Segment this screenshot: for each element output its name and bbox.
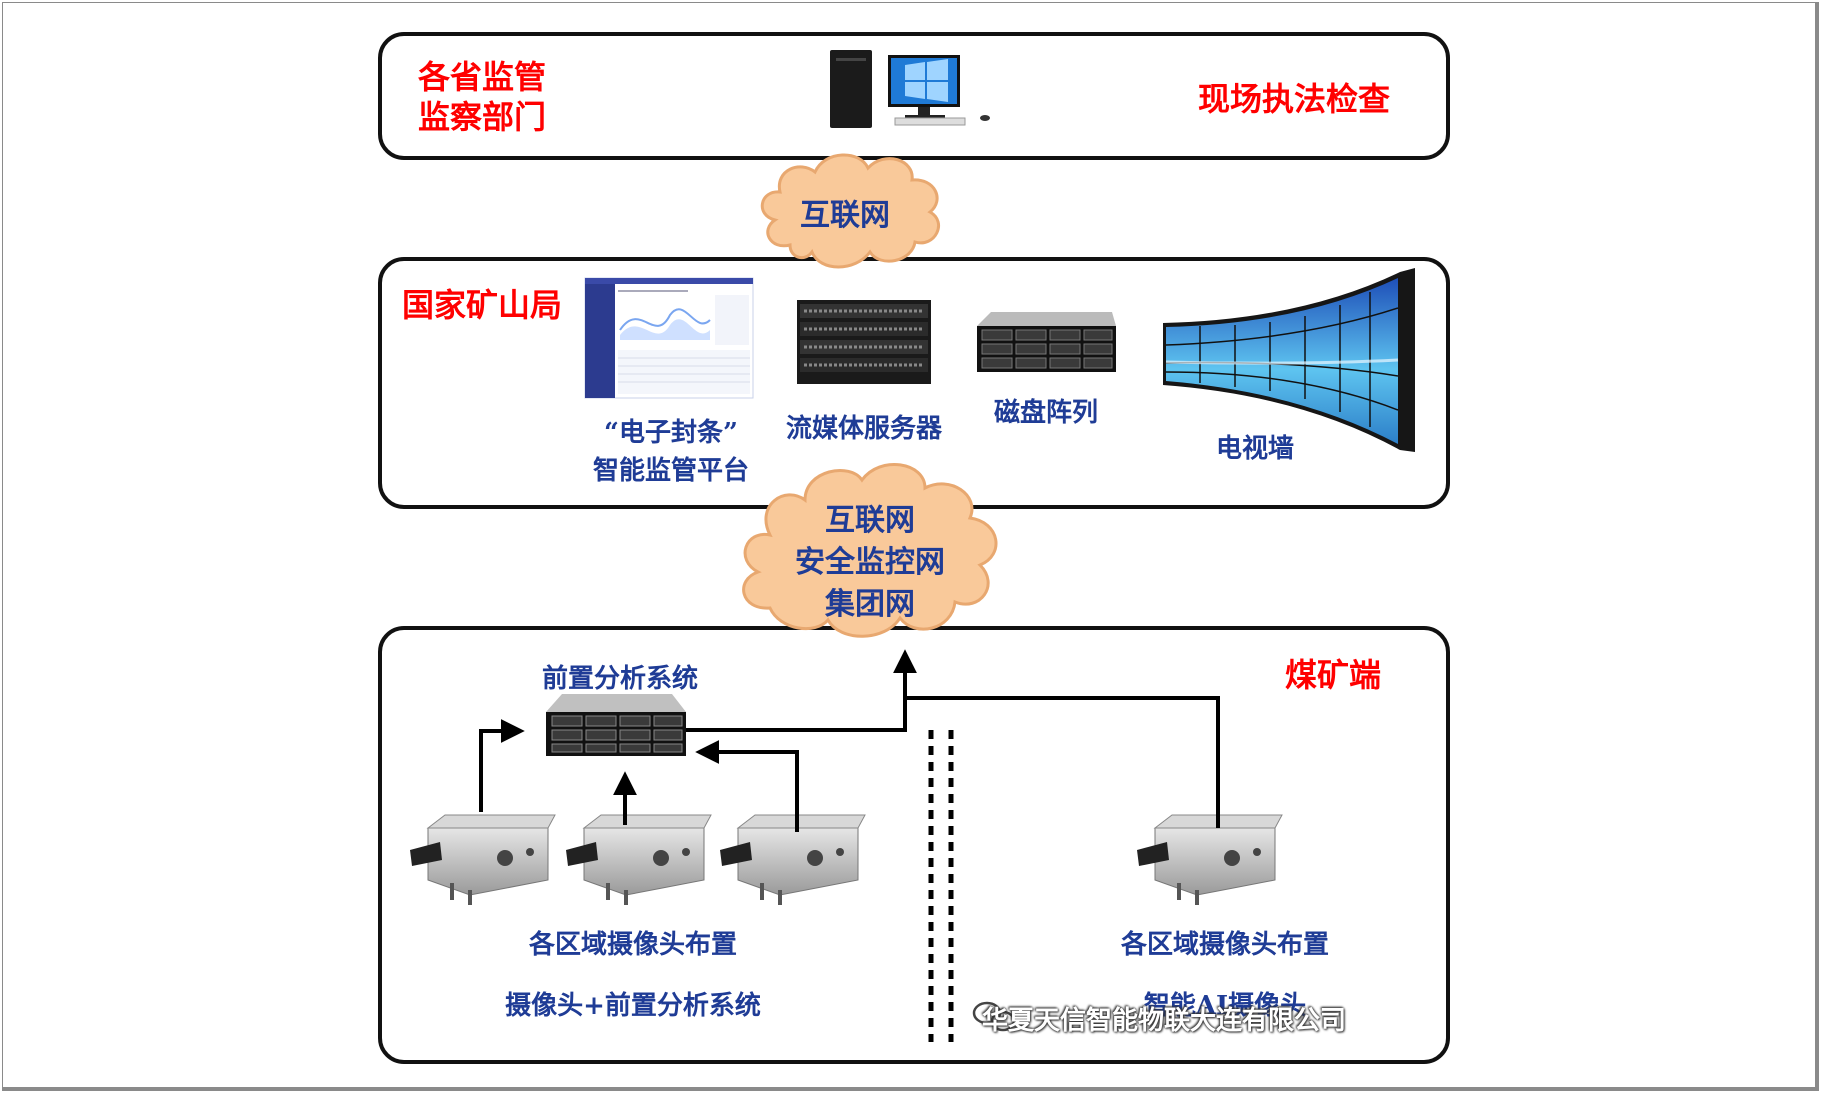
cloud-mid-line1: 互联网	[825, 503, 915, 538]
top-panel-title-line2: 监察部门	[418, 98, 547, 136]
right-camera-subcaption: 智能AI摄像头	[1143, 991, 1307, 1021]
cloud-mid-line3: 集团网	[825, 587, 915, 622]
arrow-server-to-cloud	[686, 649, 917, 732]
analysis-system-label: 前置分析系统	[541, 664, 698, 694]
ai-camera-icon	[1137, 814, 1283, 905]
streaming-server-label: 流媒体服务器	[785, 414, 942, 444]
cloud-mid-line2: 安全监控网	[795, 545, 945, 580]
explosion-proof-camera-icon	[566, 814, 712, 905]
desktop-computer-icon	[830, 50, 990, 128]
cloud-top-label: 互联网	[800, 198, 890, 233]
watermark: 华夏天信智能物联大连有限公司	[982, 1006, 1347, 1036]
video-wall-icon	[1163, 268, 1415, 452]
top-panel	[378, 32, 1450, 160]
video-wall-label: 电视墙	[1215, 434, 1294, 464]
right-camera-caption: 各区域摄像头布置	[1120, 930, 1329, 960]
top-panel-title-line1: 各省监管	[418, 58, 547, 96]
wechat-icon	[972, 1001, 1016, 1032]
section-divider	[928, 730, 954, 1042]
arrow-cam3-to-server	[695, 740, 799, 832]
explosion-proof-camera-icon	[410, 814, 556, 905]
dashboard-screen-icon	[584, 277, 754, 399]
disk-array-icon	[977, 312, 1116, 372]
network-switch-icon	[797, 300, 931, 384]
flow-arrows	[479, 649, 1220, 832]
disk-array-label: 磁盘阵列	[993, 398, 1098, 428]
platform-label-line1: “电子封条”	[604, 418, 738, 448]
cloud-mid-shape	[742, 463, 998, 638]
explosion-proof-camera-icon	[720, 814, 866, 905]
top-panel-right-label: 现场执法检查	[1198, 80, 1391, 118]
left-camera-caption: 各区域摄像头布置	[528, 930, 737, 960]
arrow-cam1-to-server	[479, 719, 525, 812]
line-aicam-to-cloud	[905, 696, 1220, 828]
platform-label-line2: 智能监管平台	[592, 456, 749, 486]
middle-panel-title: 国家矿山局	[402, 286, 563, 324]
left-camera-subcaption: 摄像头+前置分析系统	[505, 991, 761, 1021]
analysis-server-icon	[546, 694, 686, 756]
bottom-panel-title: 煤矿端	[1285, 656, 1382, 694]
cloud-top-shape	[760, 153, 941, 269]
